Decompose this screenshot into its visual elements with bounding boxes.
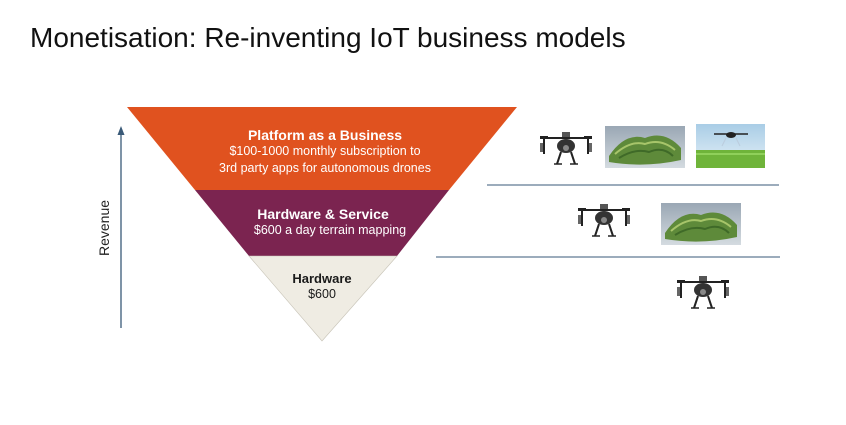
tier-hardware-title: Hardware bbox=[292, 271, 352, 286]
tier-hardware-desc: $600 bbox=[308, 287, 336, 301]
tier-platform-title: Platform as a Business bbox=[247, 127, 403, 143]
tier-hardware-service-shape bbox=[195, 190, 449, 256]
slide-title: Monetisation: Re-inventing IoT business … bbox=[30, 22, 626, 53]
drone-icon bbox=[539, 131, 593, 165]
revenue-axis-label: Revenue bbox=[96, 199, 112, 257]
revenue-axis-arrowhead bbox=[117, 126, 125, 135]
drone-icon bbox=[676, 275, 730, 309]
tier-platform-shape bbox=[127, 107, 517, 190]
tier-platform-desc-line2: 3rd party apps for autonomous drones bbox=[219, 161, 431, 175]
tier-hardware-service-text: Hardware & Service $600 a day terrain ma… bbox=[240, 206, 406, 239]
tier-hardware-text: Hardware $600 bbox=[292, 271, 351, 303]
spraying-drone-photo-icon bbox=[696, 124, 765, 168]
tier-platform-desc-line1: $100-1000 monthly subscription to bbox=[229, 144, 421, 158]
tier-hardware-service-title: Hardware & Service bbox=[257, 206, 389, 222]
terrain-map-icon bbox=[661, 203, 741, 245]
tier-hardware-service-desc: $600 a day terrain mapping bbox=[253, 223, 407, 237]
tier-platform-text: Platform as a Business $100-1000 monthly… bbox=[219, 127, 431, 177]
tier-hardware-shape bbox=[248, 255, 398, 342]
drone-icon bbox=[577, 203, 631, 237]
terrain-map-icon bbox=[605, 126, 685, 168]
